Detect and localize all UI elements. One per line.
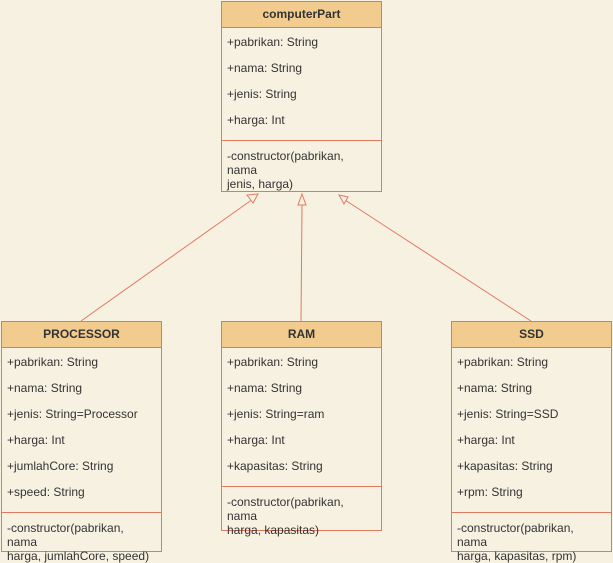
class-title: SSD [452, 322, 611, 348]
edge-ram-to-computerpart [300, 204, 303, 322]
inheritance-arrowhead-processor [246, 193, 259, 204]
class-title: RAM [222, 322, 381, 348]
attribute: +jenis: String=SSD [457, 407, 559, 421]
method-list: -constructor(pabrikan, nama harga, kapas… [222, 487, 381, 537]
attribute: +nama: String [7, 381, 83, 395]
method: -constructor(pabrikan, nama harga, kapas… [457, 521, 577, 563]
inheritance-arrowhead-ssd [338, 194, 349, 206]
attribute: +jumlahCore: String [7, 459, 114, 473]
attribute: +jenis: String=ram [227, 407, 325, 421]
attribute: +speed: String [7, 485, 85, 499]
class-computerpart[interactable]: computerPart +pabrikan: String +nama: St… [221, 1, 382, 192]
attribute: +kapasitas: String [227, 459, 323, 473]
class-processor[interactable]: PROCESSOR +pabrikan: String +nama: Strin… [1, 321, 162, 563]
attribute: +jenis: String=Processor [7, 407, 138, 421]
attribute: +harga: Int [227, 433, 285, 447]
attribute-list: +pabrikan: String +nama: String +jenis: … [2, 348, 161, 513]
attribute-list: +pabrikan: String +nama: String +jenis: … [452, 348, 611, 513]
edge-ssd-to-computerpart [344, 199, 532, 322]
class-title: PROCESSOR [2, 322, 161, 348]
attribute: +harga: Int [227, 113, 285, 127]
attribute: +jenis: String [227, 87, 297, 101]
method: -constructor(pabrikan, nama jenis, harga… [227, 149, 344, 191]
class-title: computerPart [222, 2, 381, 28]
class-ram[interactable]: RAM +pabrikan: String +nama: String +jen… [221, 321, 382, 537]
attribute: +harga: Int [457, 433, 515, 447]
attribute: +nama: String [227, 381, 303, 395]
attribute: +pabrikan: String [227, 355, 319, 369]
attribute: +rpm: String [457, 485, 523, 499]
attribute: +pabrikan: String [457, 355, 549, 369]
method-list: -constructor(pabrikan, nama jenis, harga… [222, 141, 381, 191]
attribute-list: +pabrikan: String +nama: String +jenis: … [222, 348, 381, 487]
method: -constructor(pabrikan, nama harga, jumla… [7, 521, 150, 563]
inheritance-arrowhead-ram [297, 192, 307, 206]
attribute: +nama: String [457, 381, 533, 395]
attribute: +harga: Int [7, 433, 65, 447]
attribute: +nama: String [227, 61, 303, 75]
attribute-list: +pabrikan: String +nama: String +jenis: … [222, 28, 381, 141]
edge-processor-to-computerpart [80, 198, 254, 322]
attribute: +kapasitas: String [457, 459, 553, 473]
attribute: +pabrikan: String [7, 355, 99, 369]
method: -constructor(pabrikan, nama harga, kapas… [227, 495, 344, 537]
attribute: +pabrikan: String [227, 35, 319, 49]
class-ssd[interactable]: SSD +pabrikan: String +nama: String +jen… [451, 321, 612, 563]
